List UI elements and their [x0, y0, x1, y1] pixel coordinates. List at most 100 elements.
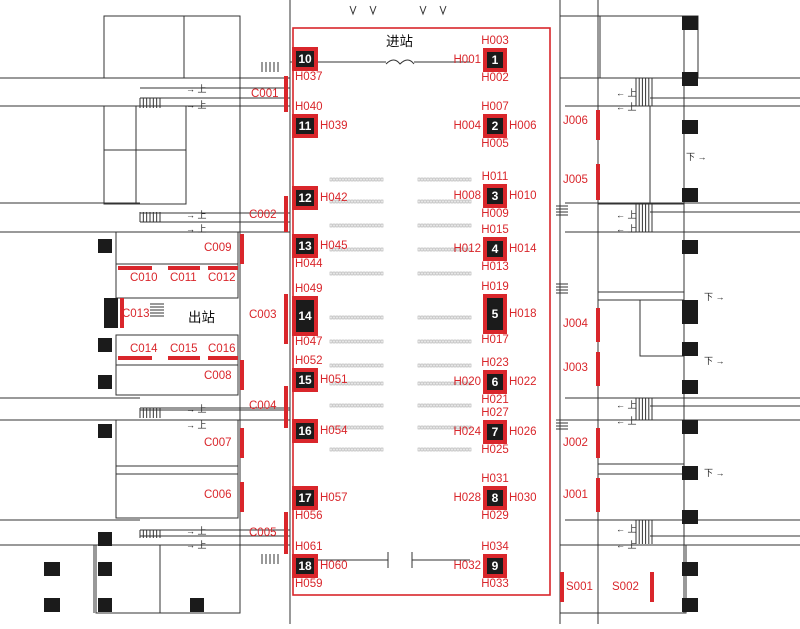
gate-number-9[interactable]: 9 [487, 558, 503, 574]
seat-row [423, 339, 427, 344]
up-marker-left: → 上 [186, 98, 207, 111]
seat-row [465, 425, 469, 430]
seat-row [359, 381, 363, 386]
seat-row [353, 403, 357, 408]
seat-row [362, 315, 366, 320]
room-block [559, 15, 699, 79]
arrow-icon: ← [616, 540, 628, 550]
gate-number-8[interactable]: 8 [487, 490, 503, 506]
gate-code-label: H028 [453, 492, 482, 504]
structural-pillar [682, 562, 698, 576]
seat-row [380, 177, 384, 182]
seat-row [335, 315, 339, 320]
red-strip [120, 298, 124, 328]
seat-row [380, 363, 384, 368]
seat-row [344, 177, 348, 182]
seat-row [335, 339, 339, 344]
gate-code-label: H015 [481, 224, 509, 236]
seat-row [429, 403, 433, 408]
seat-row [462, 247, 466, 252]
gate-number-12[interactable]: 12 [296, 190, 314, 206]
seat-row [459, 339, 463, 344]
seat-row [356, 223, 360, 228]
gate-number-13[interactable]: 13 [296, 238, 314, 254]
direction-text: 上 [627, 416, 637, 426]
seat-row [417, 177, 421, 182]
gate-number-7[interactable]: 7 [487, 424, 503, 440]
seat-row [338, 177, 342, 182]
seat-row [350, 199, 354, 204]
gate-code-label: H010 [509, 190, 537, 202]
seat-row [456, 247, 460, 252]
seat-row [468, 403, 472, 408]
red-strip [118, 356, 152, 360]
seat-row [353, 199, 357, 204]
gate-code-label: H022 [509, 376, 537, 388]
seat-row [426, 363, 430, 368]
gate-number-15[interactable]: 15 [296, 372, 314, 388]
seat-row [335, 363, 339, 368]
gate-code-label: H005 [481, 138, 509, 150]
seat-row [335, 247, 339, 252]
gate-number-2[interactable]: 2 [487, 118, 503, 134]
seat-row [447, 363, 451, 368]
seat-row [353, 223, 357, 228]
gate-number-10[interactable]: 10 [296, 51, 314, 67]
seat-row [365, 447, 369, 452]
gate-code-label: H047 [295, 336, 323, 348]
seat-row [438, 339, 442, 344]
gate-code-label: H032 [453, 560, 482, 572]
gate-number-6[interactable]: 6 [487, 374, 503, 390]
gate-number-14[interactable]: 14 [296, 300, 314, 332]
structural-pillar [98, 239, 112, 253]
seat-row [444, 199, 448, 204]
seat-row [374, 425, 378, 430]
gate-number-3[interactable]: 3 [487, 188, 503, 204]
seat-row [359, 363, 363, 368]
room-block [597, 473, 685, 521]
seat-row [441, 223, 445, 228]
arrow-icon: ← [616, 88, 628, 98]
seat-row [380, 315, 384, 320]
gate-number-5[interactable]: 5 [487, 298, 503, 330]
structural-pillar [44, 562, 60, 576]
seat-row [368, 177, 372, 182]
seat-row [417, 403, 421, 408]
up-marker-left: → 上 [186, 208, 207, 221]
room-block [597, 231, 685, 293]
zone-label-j: J001 [563, 489, 588, 501]
seat-row [356, 315, 360, 320]
red-strip [650, 572, 654, 602]
seat-row [338, 447, 342, 452]
seat-row [380, 339, 384, 344]
gate-number-16[interactable]: 16 [296, 423, 314, 439]
seat-row [353, 447, 357, 452]
room-block [183, 15, 241, 79]
direction-text: 上 [197, 404, 207, 414]
zone-label-c: C009 [204, 242, 232, 254]
structural-pillar [682, 510, 698, 524]
gate-number-18[interactable]: 18 [296, 558, 314, 574]
seat-row [371, 271, 375, 276]
seat-row [435, 381, 439, 386]
zone-label-c: C010 [130, 272, 158, 284]
seat-row [429, 199, 433, 204]
seat-row [350, 403, 354, 408]
seat-row [350, 177, 354, 182]
seat-row [332, 381, 336, 386]
seat-row [438, 271, 442, 276]
zone-label-c: C007 [204, 437, 232, 449]
gate-number-1[interactable]: 1 [487, 52, 503, 68]
seat-row [377, 315, 381, 320]
room-block [597, 105, 651, 205]
gate-number-4[interactable]: 4 [487, 241, 503, 257]
gate-number-11[interactable]: 11 [296, 118, 314, 134]
seat-row [432, 247, 436, 252]
gate-number-17[interactable]: 17 [296, 490, 314, 506]
up-marker-right: ← 上 [616, 208, 637, 221]
seat-row [374, 339, 378, 344]
seat-row [462, 271, 466, 276]
up-marker-left: → 上 [186, 538, 207, 551]
direction-text: 上 [627, 524, 637, 534]
